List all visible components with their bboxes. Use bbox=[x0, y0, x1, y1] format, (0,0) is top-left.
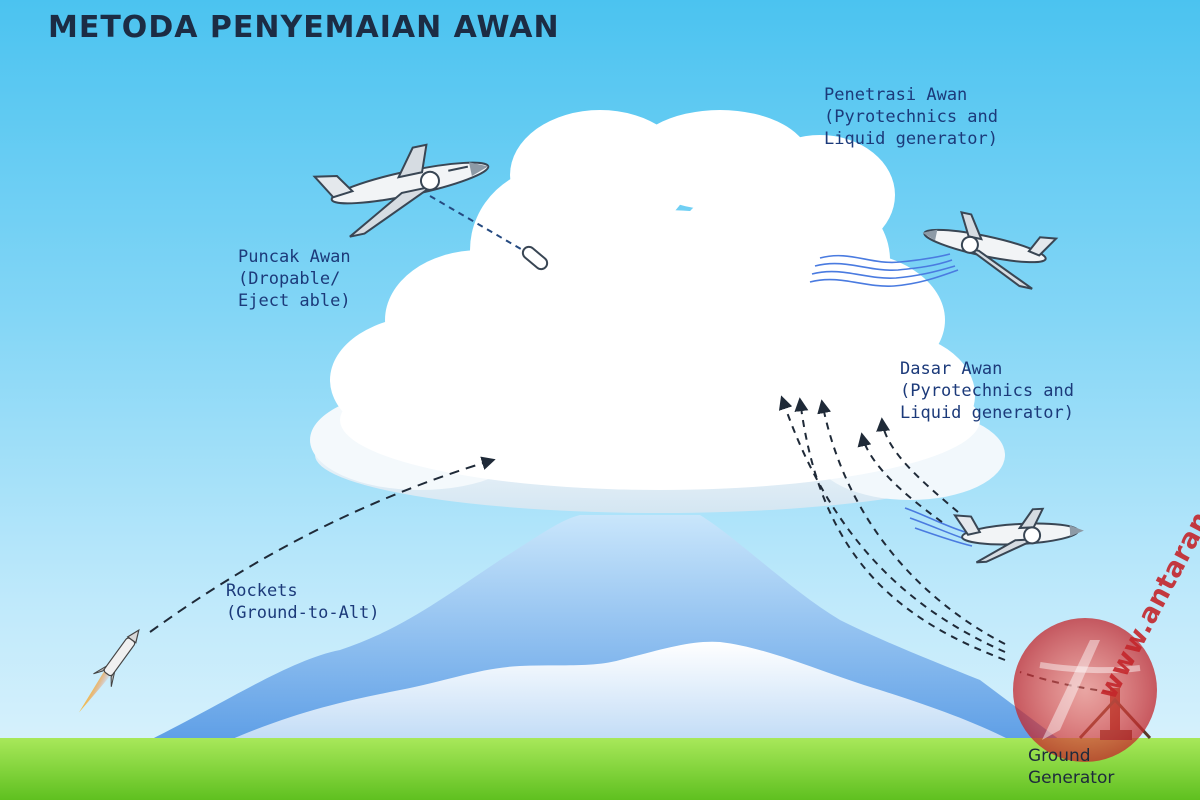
cloud-top-label: Puncak Awan (Dropable/ Eject able) bbox=[238, 246, 351, 312]
diagram-title: METODA PENYEMAIAN AWAN bbox=[48, 10, 560, 45]
rocket-icon bbox=[78, 628, 140, 713]
cloud-top-label-line: (Dropable/ bbox=[238, 269, 341, 289]
antara-logo-icon bbox=[1013, 618, 1157, 762]
cloud-top-label-line: Eject able) bbox=[238, 291, 351, 311]
grass-ground bbox=[0, 738, 1200, 800]
ground-generator-label-line: Generator bbox=[1028, 768, 1115, 788]
rocket-trajectory-arrow bbox=[149, 456, 496, 633]
canister-icon bbox=[521, 245, 549, 271]
penetration-label-line: Liquid generator) bbox=[824, 129, 998, 149]
drop-path bbox=[429, 195, 527, 253]
cumulus-cloud bbox=[310, 110, 1005, 513]
mountain bbox=[150, 515, 1060, 740]
cloud-top-label-line: Puncak Awan bbox=[238, 247, 351, 267]
rockets-label: Rockets (Ground-to-Alt) bbox=[226, 580, 380, 624]
penetration-label: Penetrasi Awan (Pyrotechnics and Liquid … bbox=[824, 84, 998, 150]
cloud-base-label-line: (Pyrotechnics and bbox=[900, 381, 1074, 401]
penetration-label-line: (Pyrotechnics and bbox=[824, 107, 998, 127]
penetration-waves bbox=[809, 253, 959, 287]
airplane-icon bbox=[952, 507, 1084, 564]
airplane-icon bbox=[312, 143, 490, 238]
cloud-base-label: Dasar Awan (Pyrotechnics and Liquid gene… bbox=[900, 358, 1074, 424]
ground-generator-label: Ground Generator bbox=[1028, 745, 1114, 789]
rockets-label-line: Rockets bbox=[226, 581, 298, 601]
cloud-base-label-line: Liquid generator) bbox=[900, 403, 1074, 423]
cloud-base-label-line: Dasar Awan bbox=[900, 359, 1003, 379]
airplane-icon bbox=[922, 211, 1059, 290]
base-dispersal-arrows bbox=[857, 417, 959, 523]
penetration-label-line: Penetrasi Awan bbox=[824, 85, 968, 105]
rockets-label-line: (Ground-to-Alt) bbox=[226, 603, 380, 623]
ground-generator-label-line: Ground bbox=[1028, 746, 1091, 766]
